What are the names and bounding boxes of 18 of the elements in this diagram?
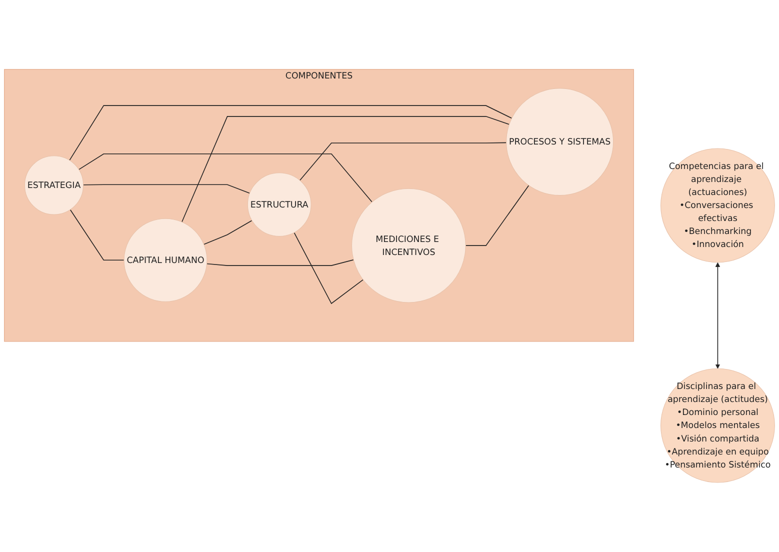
- arrow: [715, 262, 720, 369]
- connector: [82, 184, 250, 194]
- connector: [299, 142, 507, 181]
- node-circle: Disciplinas para el aprendizaje (actitudes) •Dominio personal •Modelos mentales •Visión compartida •Aprendizaje en equipo •Pensamiento Sistémico: [660, 368, 775, 483]
- node-circle: CAPITAL HUMANO: [124, 218, 208, 302]
- node-circle: MEDICIONES E INCENTIVOS: [351, 188, 466, 303]
- node-circle: ESTRATEGIA: [24, 156, 84, 215]
- connector: [203, 220, 252, 245]
- connector: [206, 260, 354, 266]
- connector: [294, 232, 364, 304]
- connector: [70, 209, 124, 261]
- connector: [465, 185, 530, 246]
- node-circle: PROCESOS Y SISTEMAS: [506, 88, 614, 196]
- node-circle: ESTRUCTURA: [247, 172, 312, 237]
- connector: [69, 105, 512, 161]
- connector: [182, 116, 510, 223]
- node-circle: Competencias para el aprendizaje (actuaciones) •Conversaciones efectivas •Benchmarking •Innovación: [660, 148, 775, 263]
- connector: [78, 154, 372, 203]
